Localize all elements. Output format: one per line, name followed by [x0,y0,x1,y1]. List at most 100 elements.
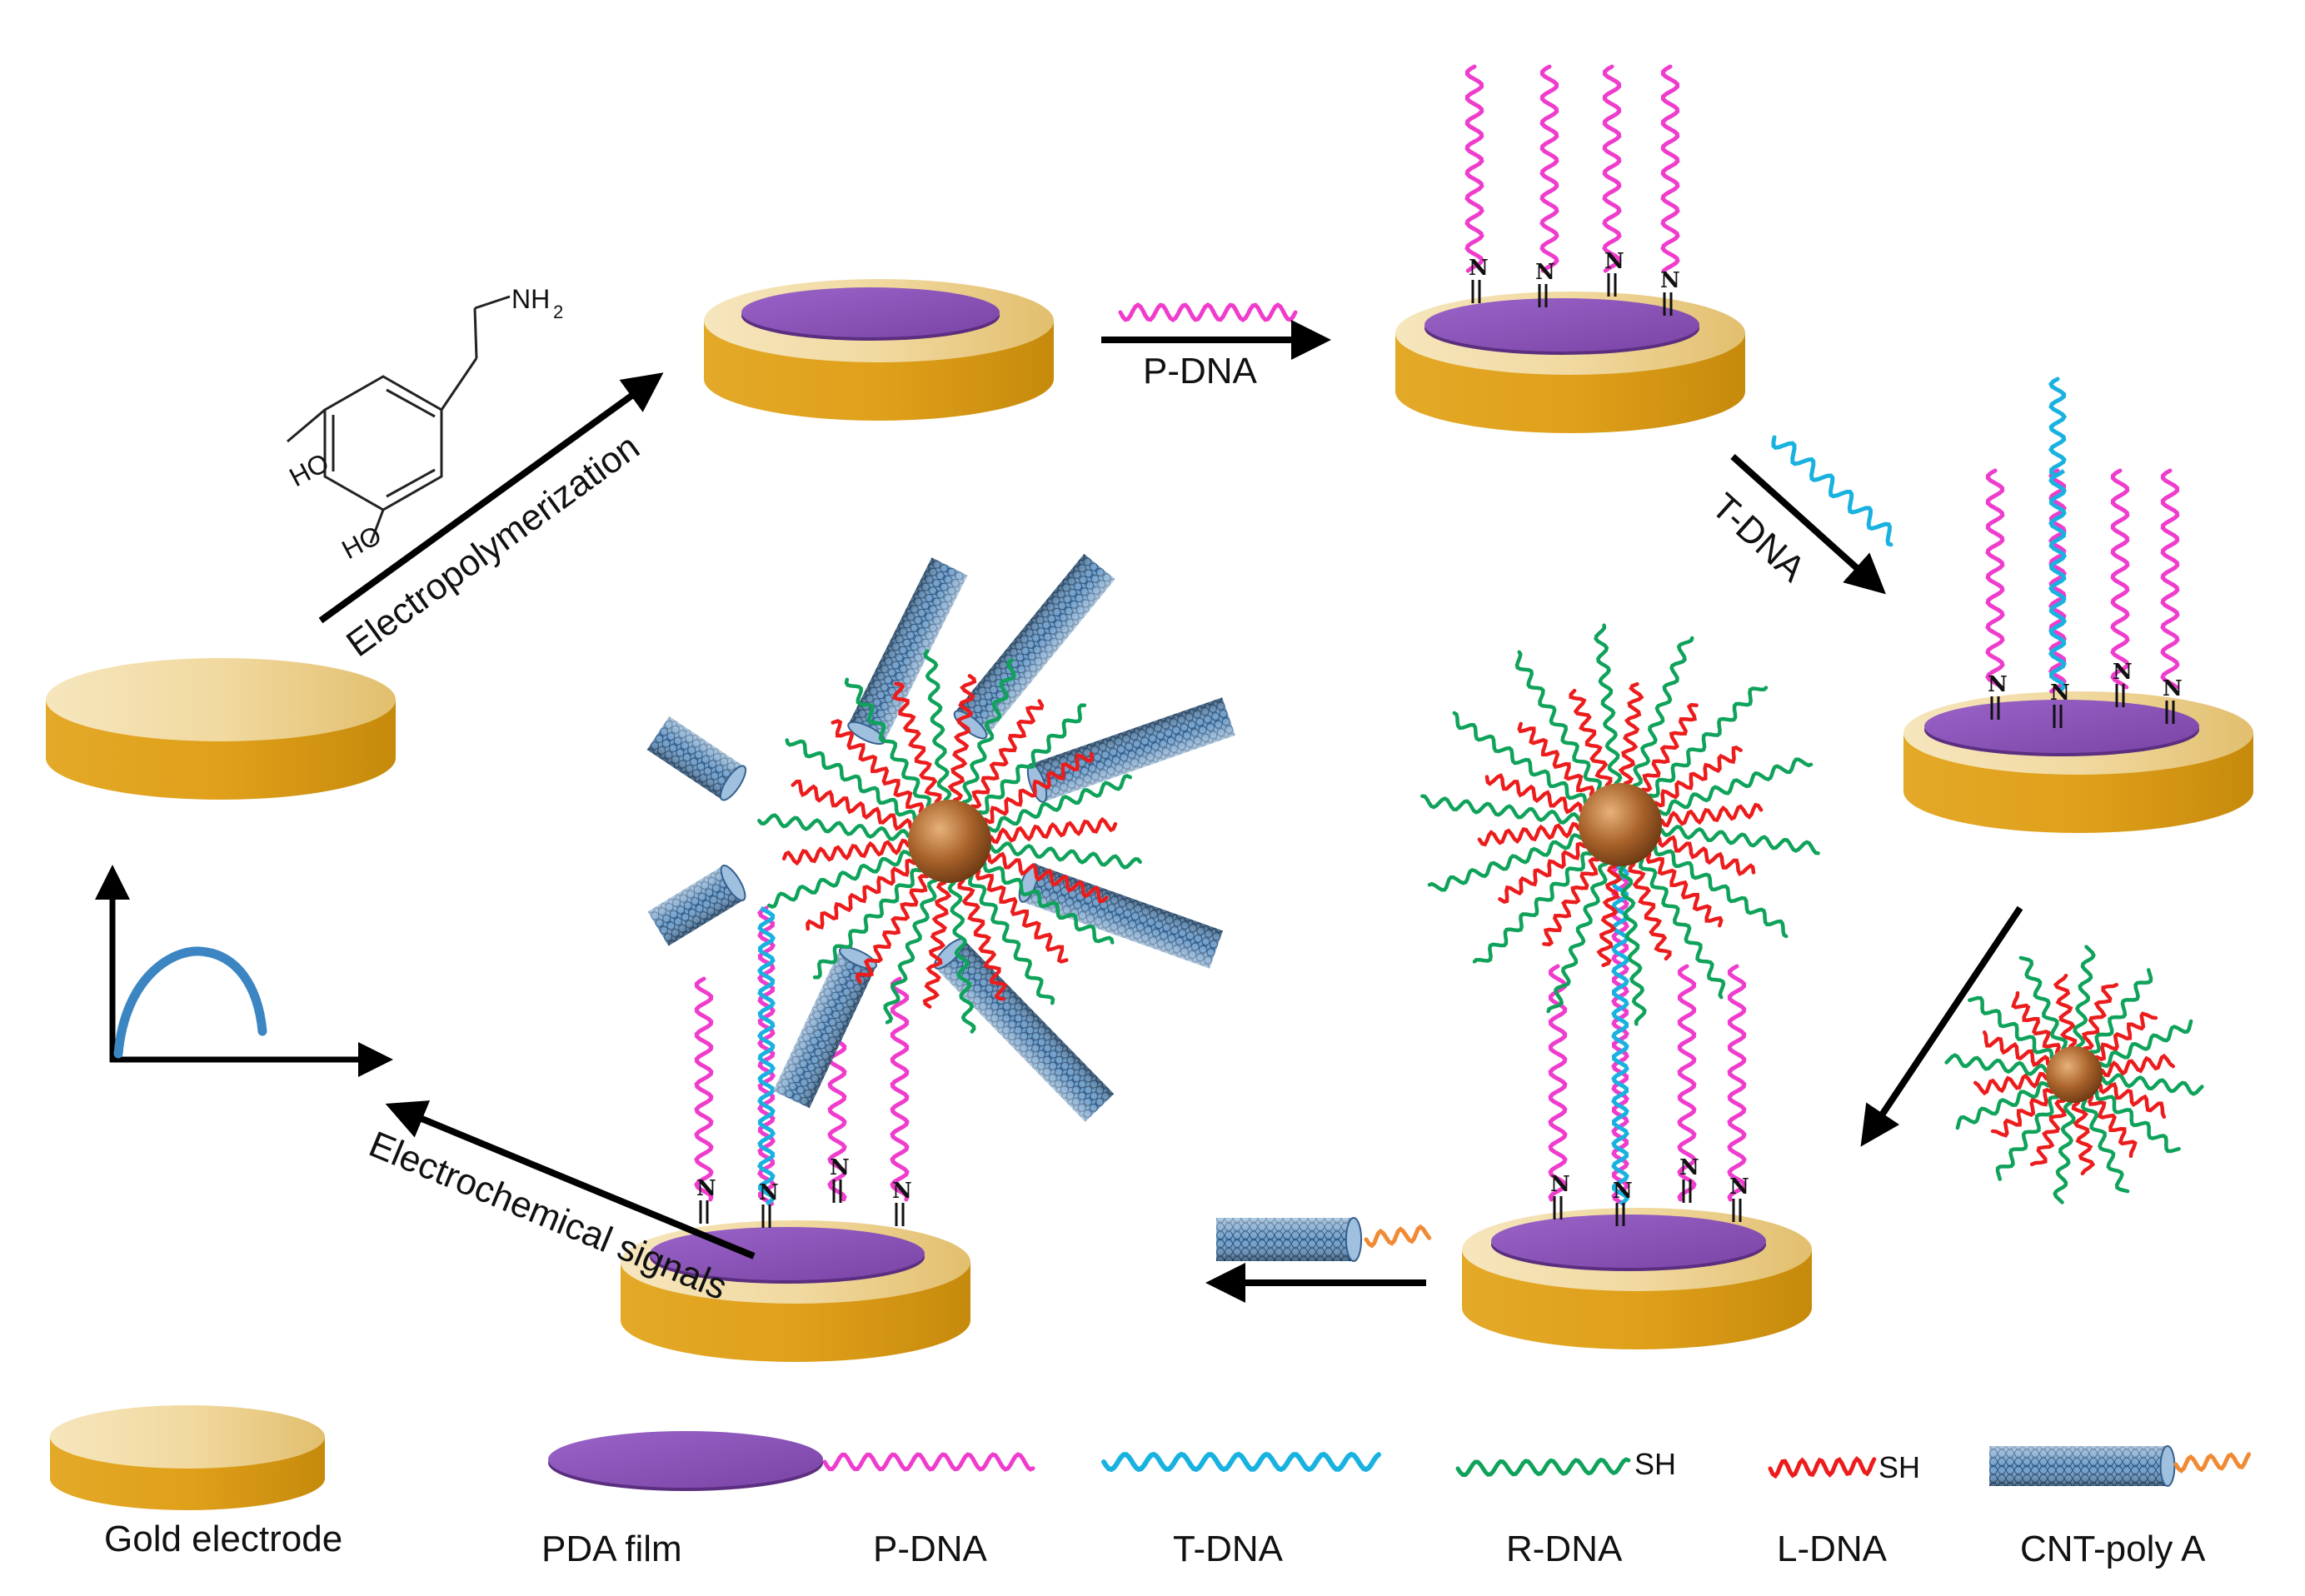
l-dna-strand [2087,1095,2138,1159]
nitrogen-label: N [759,1180,779,1205]
legend-r-dna [1455,1457,1631,1477]
nitrogen-label: N [1550,1172,1570,1197]
l-dna-strand [1569,688,1613,787]
l-dna-strand [2053,973,2078,1049]
cnt-tube [953,553,1115,740]
p-dna-strand [2048,468,2068,694]
cnt-shading [773,949,876,1109]
p-dna-strand [1611,864,1629,1206]
p-dna-strand [1660,64,1680,273]
nitrogen-label: N [2050,681,2070,706]
cnt-shading [1216,1218,1354,1261]
hydroxyl-label-bottom: HO [337,520,386,565]
nitrogen-label: N [830,1155,850,1180]
l-dna-strand [2081,982,2119,1050]
nitrogen-label: N [2113,660,2133,685]
arrow-electrochemical [385,1100,756,1259]
n-linker: N [830,1155,850,1203]
cnt-tube [1026,697,1235,803]
n-linker: N [1660,268,1680,316]
l-dna-strand [1654,745,1743,808]
amine-subscript: 2 [553,302,563,322]
legend-label-gold: Gold electrode [104,1519,342,1559]
l-dna-strand [1645,852,1724,928]
pda-film-top [1424,298,1699,352]
cnt-tube [773,946,878,1109]
l-dna-strand [1596,864,1623,968]
r-dna-strand [1514,650,1602,791]
pda-film-2 [1424,298,1699,355]
p-dna-step-label: P-DNA [1143,351,1258,392]
legend-label-ldna: L-DNA [1777,1529,1888,1569]
free-au-nanoprobe [1944,945,2204,1204]
r-dna-strand [977,703,1087,815]
gold-nanoparticle [2046,1046,2103,1103]
r-dna-strand [1452,711,1588,805]
legend-label-cnt: CNT-poly A [2020,1529,2206,1569]
n-linker: N [1469,256,1489,303]
nitrogen-label: N [696,1176,716,1201]
p-dna-strand [2160,468,2180,690]
electrode-bare [46,658,396,800]
cnt-shading [1030,697,1235,802]
gold-nanoparticle [908,800,991,883]
cnt-shading [955,553,1115,738]
arrow-electropolymerization [318,372,664,624]
n-linker: N [2113,660,2133,707]
l-dna-strand [922,880,952,1009]
r-dna-strand [883,878,938,1025]
nitrogen-label: N [1660,268,1680,293]
cnt-tube [847,557,968,746]
r-dna-strand [1995,1095,2059,1181]
cnt-tube [933,938,1115,1122]
l-dna-strand [1640,702,1699,792]
n-linker: N [1988,672,2008,720]
l-dna-strand [1659,802,1764,828]
n-linker: N [1613,1179,1633,1226]
l-dna-strand [1477,821,1581,847]
legend-poly-a [2173,1452,2252,1474]
pda-film-top [741,287,1000,337]
t-dna-step-label: T-DNA [1704,486,1813,590]
n-linker: N [2050,681,2070,728]
cnt-tube [647,865,746,946]
r-dna-strand [766,849,912,910]
cnt-end-cap [719,765,747,801]
l-dna-strand [2011,990,2062,1055]
l-dna-strand [947,674,977,802]
r-dna-strand [1618,864,1647,1026]
p-t-dna-duplex [2048,468,2068,694]
l-dna-strand [1542,857,1600,947]
r-dna-strand [1653,845,1789,939]
t-dna-tail [2048,377,2068,477]
l-dna-strand [970,699,1045,809]
l-dna-strand [2098,1081,2167,1120]
r-dna-strand [757,813,911,841]
p-dna-strand [1539,64,1559,273]
nitrogen-label: N [2163,676,2183,701]
arrow-nanoprobe [1860,905,2023,1147]
p-t-dna-duplex [756,905,776,1206]
p-dna-strand [1727,964,1747,1202]
r-dna-strand [844,677,931,808]
gold-nanoparticle [1579,783,1662,866]
thiol-label-r: SH [1634,1447,1676,1481]
n-linker: N [696,1176,716,1224]
r-dna-strand [2080,1099,2130,1194]
l-dna-strand [855,874,930,984]
p-dna-strand [1677,964,1697,1202]
p-dna-strand [1602,64,1622,273]
legend-cnt [1989,1445,2176,1487]
cnt-shading [935,940,1115,1122]
l-dna-strand [831,719,925,814]
l-dna-strand [983,751,1094,825]
legend-label-rdna: R-DNA [1506,1529,1623,1569]
t-dna-strand [1611,864,1629,1206]
gold-electrode-top [50,1405,325,1469]
cnt-shading [646,716,745,800]
poly-a-strand [1364,1224,1432,1249]
l-dna-strand [986,851,1109,904]
t-dna-strand [756,905,776,1206]
r-dna-strand [2053,1100,2076,1204]
